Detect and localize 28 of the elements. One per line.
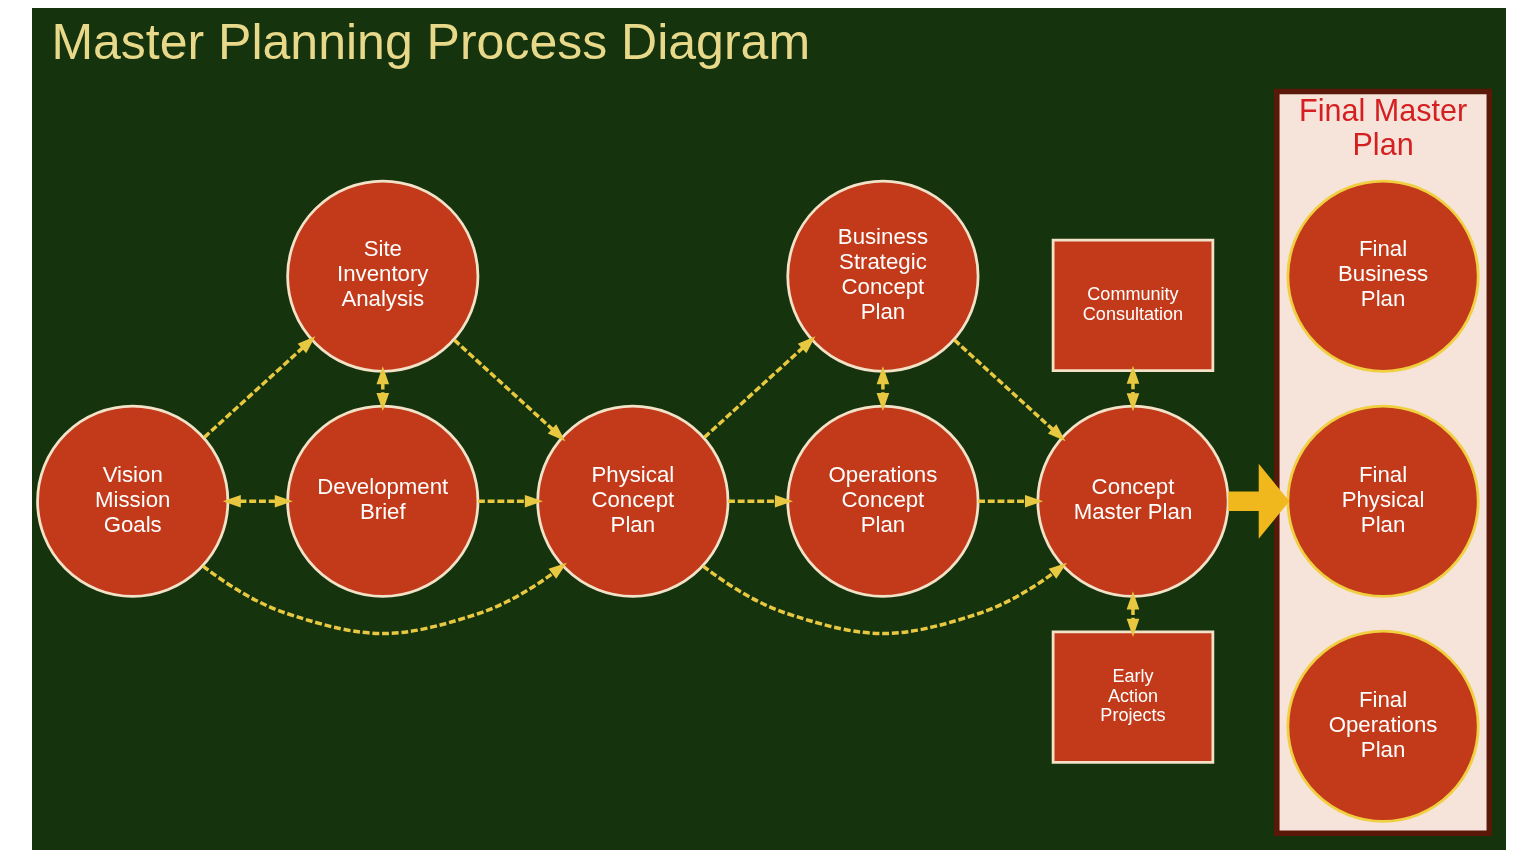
arrow — [1227, 463, 1289, 539]
arrow — [701, 562, 1067, 636]
arrow — [727, 494, 793, 508]
arrow — [375, 366, 389, 412]
node-circle: Business Strategic Concept Plan — [785, 179, 979, 373]
arrow — [222, 494, 293, 508]
arrow — [977, 494, 1043, 508]
arrow — [952, 338, 1066, 442]
node-circle: Concept Master Plan — [1035, 404, 1230, 598]
node-circle: Vision Mission Goals — [35, 404, 229, 598]
diagram-title: Master Planning Process Diagram — [50, 14, 810, 71]
node-box: Early Action Projects — [1051, 630, 1214, 764]
node-circle: Physical Concept Plan — [535, 404, 729, 598]
node-circle: Final Physical Plan — [1286, 404, 1480, 598]
arrow — [1126, 365, 1139, 412]
node-circle: Site Inventory Analysis — [285, 179, 479, 373]
node-circle: Operations Concept Plan — [785, 404, 979, 598]
arrow — [202, 336, 315, 439]
node-box: Community Consultation — [1051, 238, 1214, 373]
arrow — [477, 494, 543, 508]
node-circle: Final Operations Plan — [1286, 629, 1480, 823]
node-circle: Development Brief — [285, 404, 479, 598]
arrow — [1126, 591, 1139, 637]
arrow — [876, 366, 889, 412]
arrow — [201, 562, 567, 636]
node-circle: Final Business Plan — [1286, 179, 1480, 373]
arrow — [702, 336, 815, 439]
arrow — [452, 338, 565, 442]
